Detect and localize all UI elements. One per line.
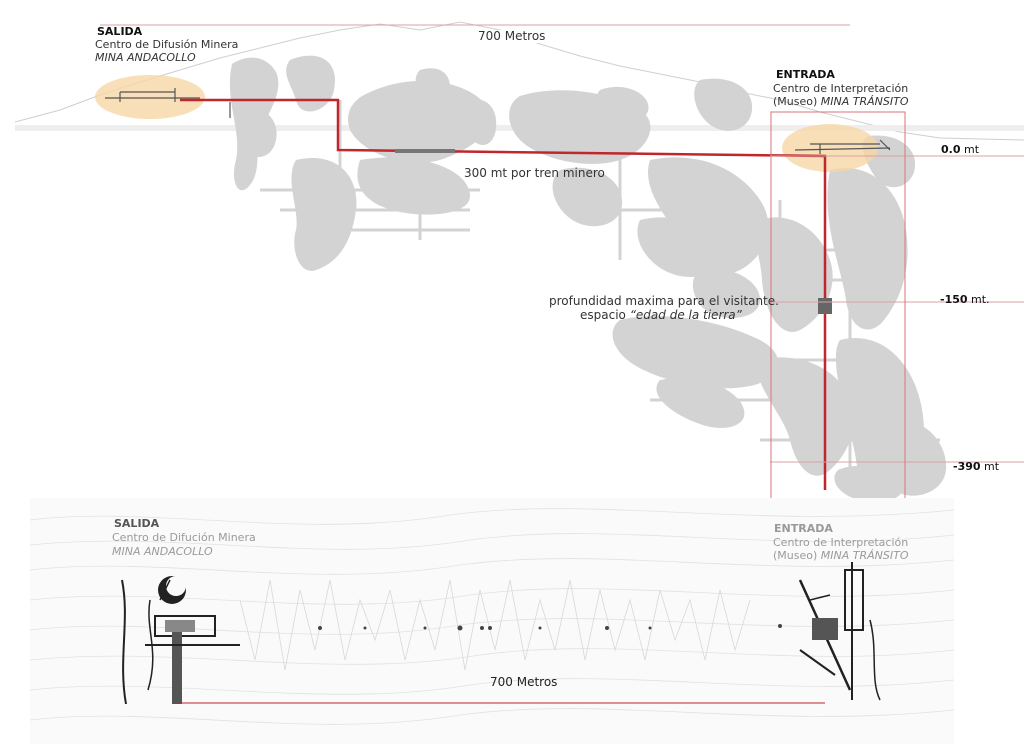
- exit-title-bottom: SALIDA: [114, 517, 160, 530]
- entry-mine-name-bottom: MINA TRÁNSITO: [820, 549, 909, 562]
- depth-note-space-name: “edad de la tierra”: [629, 308, 742, 322]
- distance-label-top: 700 Metros: [476, 29, 548, 43]
- entry-highlight: [782, 124, 878, 172]
- exit-building-plan: [121, 576, 240, 705]
- depth-note-prefix: espacio: [580, 308, 630, 322]
- contour-lines: [29, 508, 955, 725]
- building-section-exit: [105, 88, 231, 118]
- entry-title-bottom: ENTRADA: [774, 522, 833, 535]
- train-segment-dark: [395, 149, 455, 153]
- exit-subtitle-top: Centro de Difusión Minera: [95, 38, 239, 51]
- level-label-390: -390 mt: [953, 460, 999, 473]
- entry-museo-top: (Museo): [773, 95, 821, 108]
- exit-mine-name-top: MINA ANDACOLLO: [95, 51, 196, 64]
- depth-marker: [818, 298, 832, 314]
- exit-subtitle-bottom: Centro de Difución Minera: [112, 531, 256, 544]
- level-label-0: 0.0 mt: [941, 143, 979, 156]
- exit-highlight: [95, 75, 205, 119]
- entry-subtitle-bottom: Centro de Interpretación: [773, 536, 909, 549]
- level-value-390: -390: [953, 460, 981, 473]
- train-label: 300 mt por tren minero: [464, 166, 605, 180]
- entry-mine-name-top: MINA TRÁNSITO: [820, 95, 909, 108]
- building-section-entry: [794, 139, 891, 154]
- depth-note-line1: profundidad maxima para el visitante.: [549, 294, 779, 308]
- level-value-0: 0.0: [941, 143, 961, 156]
- level-unit-0: mt: [960, 143, 980, 156]
- plan-dots: [318, 624, 782, 631]
- level-unit-390: mt: [980, 460, 1000, 473]
- entry-title-top: ENTRADA: [776, 68, 835, 81]
- depth-note-line2: espacio “edad de la tierra”: [580, 309, 742, 322]
- exit-mine-name-bottom: MINA ANDACOLLO: [112, 545, 213, 558]
- underground-galleries: [229, 55, 947, 502]
- level-value-150: -150: [940, 293, 968, 306]
- entry-museo-bottom: (Museo): [773, 549, 821, 562]
- entry-subtitle-top: Centro de Interpretación: [773, 82, 909, 95]
- exit-title-top: SALIDA: [97, 25, 143, 38]
- level-label-150: -150 mt.: [940, 293, 990, 306]
- entry-mine-line-top: (Museo) MINA TRÁNSITO: [773, 95, 909, 108]
- visitor-route: [180, 98, 827, 490]
- distance-label-bottom: 700 Metros: [490, 675, 558, 689]
- level-unit-150: mt.: [967, 293, 990, 306]
- entry-mine-line-bottom: (Museo) MINA TRÁNSITO: [773, 549, 909, 562]
- zigzag-lines: [239, 579, 751, 671]
- entry-building-plan: [798, 562, 881, 701]
